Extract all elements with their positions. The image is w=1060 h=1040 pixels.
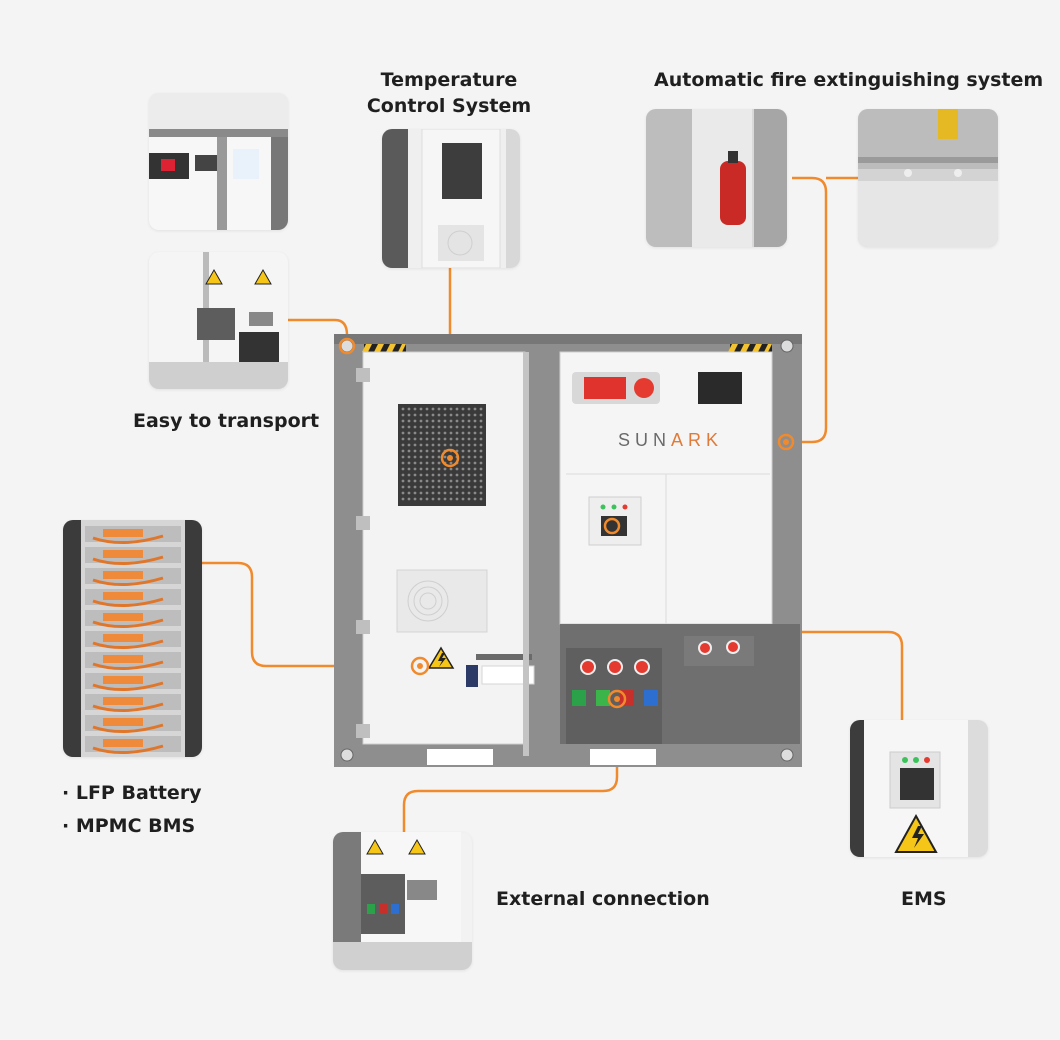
marker-ems: [603, 517, 621, 535]
fire-connector-left: [786, 176, 828, 444]
transport-photo-bottom: [149, 252, 288, 389]
brand-suffix: ARK: [671, 430, 724, 450]
battery-connector: [201, 561, 418, 668]
battery-label-bms: · MPMC BMS: [62, 815, 196, 837]
fire-label: Automatic fire extinguishing system: [654, 69, 1044, 91]
brand-prefix: SUN: [618, 430, 672, 450]
marker-temperature: [440, 448, 460, 468]
marker-battery: [410, 656, 430, 676]
transport-photo-top: [149, 93, 288, 230]
fire-extinguisher-icon: [720, 161, 746, 225]
fire-photo-right: [858, 109, 998, 247]
emergency-stop: [634, 378, 654, 398]
temperature-photo: [382, 129, 520, 268]
hazard-stripe-right: [728, 344, 772, 352]
fire-photo-left: [646, 109, 787, 247]
hazard-stripe-left: [362, 344, 406, 352]
temperature-label: Temperature Control System: [366, 69, 532, 117]
center-pole: [523, 352, 529, 756]
ems-label: EMS: [901, 888, 947, 910]
battery-label-lfp: · LFP Battery: [62, 782, 202, 804]
battery-photo: [63, 520, 202, 757]
ems-photo: [850, 720, 988, 857]
red-switch: [584, 377, 626, 399]
door-handle: [476, 654, 532, 660]
external-photo: [333, 832, 472, 970]
display-screen: [698, 372, 742, 404]
external-label: External connection: [496, 888, 710, 910]
marker-fire: [777, 433, 795, 451]
external-connector: [402, 700, 619, 832]
marker-transport: [338, 337, 356, 355]
marker-external: [607, 689, 627, 709]
brand-logo: SUNARK: [618, 430, 723, 451]
transport-label: Easy to transport: [133, 410, 320, 432]
battery-label-list: · LFP Battery · MPMC BMS: [62, 777, 202, 843]
